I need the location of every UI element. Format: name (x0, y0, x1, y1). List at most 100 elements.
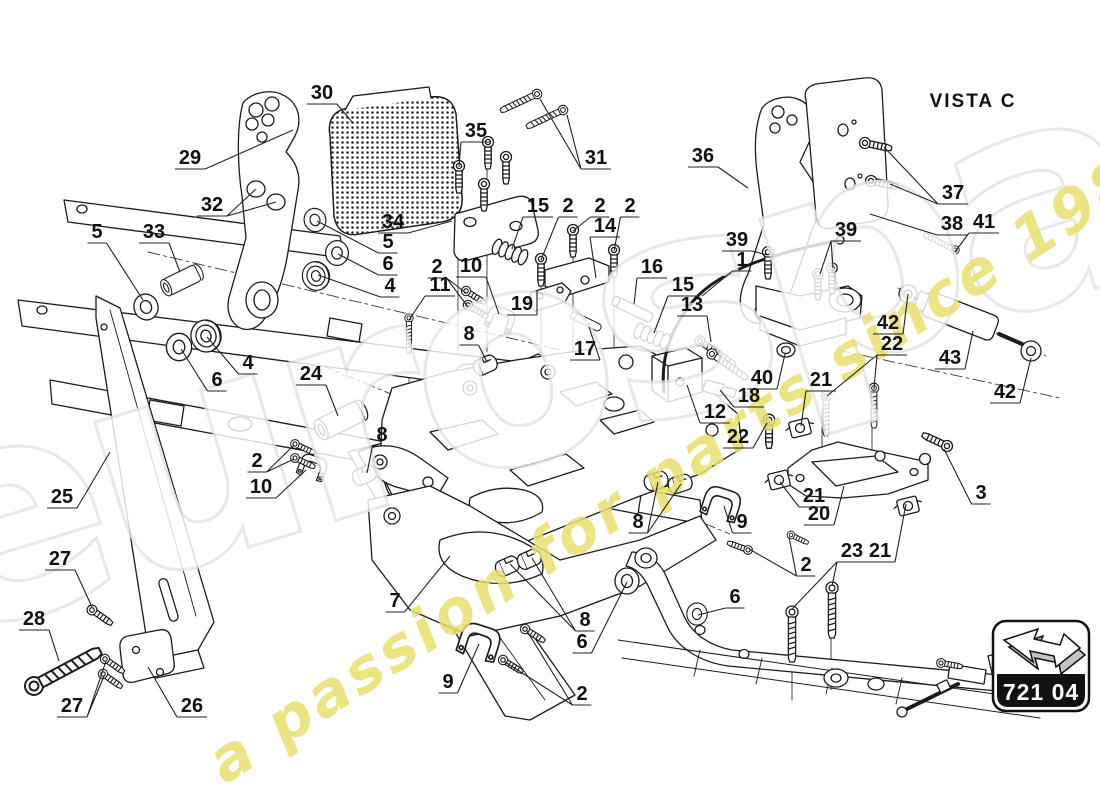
callout-8: 8 (366, 424, 392, 474)
callout-number: 8 (376, 424, 387, 446)
callout-number: 23 (841, 540, 863, 562)
callout-38: 38 (869, 213, 967, 236)
callout-8: 8 (509, 557, 595, 632)
callout-36: 36 (688, 145, 749, 189)
callout-33: 33 (139, 221, 181, 273)
callout-number: 21 (803, 485, 825, 507)
callout-10: 10 (456, 255, 500, 315)
callout-number: 42 (994, 381, 1016, 403)
callout-number: 11 (429, 274, 450, 296)
callout-5: 5 (87, 221, 144, 301)
callout-number: 15 (527, 195, 549, 217)
callout-27: 27 (57, 660, 107, 718)
callout-number: 35 (465, 120, 487, 142)
callout-number: 27 (61, 695, 83, 717)
callout-24: 24 (296, 363, 339, 417)
callout-21: 21 (779, 481, 829, 508)
callout-41: 41 (954, 211, 999, 253)
callout-number: 1 (736, 249, 747, 271)
callout-number: 6 (576, 631, 587, 653)
callout-number: 30 (311, 82, 333, 104)
callout-6: 6 (337, 253, 398, 276)
callout-6: 6 (697, 586, 745, 616)
callout-number: 14 (594, 215, 617, 237)
callout-34: 34 (378, 211, 453, 234)
callout-7: 7 (385, 555, 451, 613)
washer-5b (300, 204, 330, 236)
cable-end (835, 235, 845, 245)
callout-number: 10 (460, 255, 482, 277)
pedal-assembly-artwork (17, 77, 1061, 721)
callout-37: 37 (883, 146, 968, 205)
callout-4: 4 (317, 274, 400, 298)
clutch-cable (661, 238, 842, 394)
callout-2: 2 (427, 256, 469, 308)
callout-number: 12 (704, 401, 726, 423)
callout-23: 23 (791, 540, 867, 610)
callout-number: 9 (736, 511, 747, 533)
callout-42: 42 (873, 293, 909, 335)
callout-25: 25 (47, 451, 111, 509)
strut-bracket (787, 441, 929, 499)
callout-43: 43 (935, 330, 974, 370)
pedal-box-casting (357, 345, 743, 637)
callout-number: 34 (382, 211, 405, 233)
fasteners (20, 87, 964, 700)
callout-number: 39 (726, 229, 748, 251)
callout-number: 27 (49, 548, 71, 570)
callout-number: 38 (941, 213, 963, 235)
callout-22: 22 (826, 333, 907, 397)
callout-8: 8 (628, 481, 682, 534)
callout-10: 10 (246, 469, 307, 499)
callout-number: 31 (585, 147, 607, 169)
direction-arrow-icon (1002, 627, 1087, 676)
callout-number: 22 (727, 426, 749, 448)
callout-2: 2 (247, 444, 295, 473)
callout-number: 13 (681, 294, 703, 316)
callout-26: 26 (147, 666, 207, 718)
callout-number: 6 (729, 586, 740, 608)
callout-number: 2 (576, 683, 587, 705)
callout-16: 16 (633, 256, 667, 305)
callout-19: 19 (507, 291, 538, 316)
callout-number: 8 (579, 609, 590, 631)
callout-8: 8 (459, 323, 488, 363)
callout-number: 2 (594, 195, 605, 217)
view-label: VISTA C (930, 91, 1017, 112)
callout-39: 39 (722, 229, 768, 256)
callout-number: 17 (574, 338, 596, 360)
callout-number: 16 (641, 256, 663, 278)
callout-number: 24 (300, 363, 323, 385)
callout-number: 20 (808, 503, 830, 525)
callout-14: 14 (589, 215, 620, 279)
callout-9: 9 (723, 505, 752, 534)
callout-29: 29 (175, 129, 294, 170)
callout-number: 9 (442, 671, 453, 693)
spacer-plate (453, 195, 539, 262)
callout-number: 8 (632, 511, 643, 533)
callout-number: 2 (431, 256, 442, 278)
callout-15: 15 (511, 195, 553, 250)
callout-number: 33 (143, 221, 165, 243)
callout-number: 3 (975, 482, 986, 504)
callout-number: 15 (672, 274, 694, 296)
callout-42: 42 (990, 357, 1032, 404)
callout-number: 6 (382, 253, 393, 275)
callout-number: 10 (250, 476, 272, 498)
callout-32: 32 (197, 188, 277, 217)
callout-2: 2 (748, 536, 816, 577)
callout-30: 30 (307, 82, 353, 123)
callout-number: 6 (211, 369, 222, 391)
callout-number: 22 (881, 333, 903, 355)
callout-2: 2 (540, 195, 578, 261)
callout-number: 26 (181, 695, 203, 717)
cage-nut-21 (891, 494, 925, 518)
callout-35: 35 (458, 120, 491, 168)
callout-number: 7 (389, 590, 400, 612)
callout-number: 37 (942, 182, 964, 204)
callout-1: 1 (701, 249, 752, 297)
callout-number: 40 (751, 367, 773, 389)
callout-number: 5 (91, 221, 102, 243)
